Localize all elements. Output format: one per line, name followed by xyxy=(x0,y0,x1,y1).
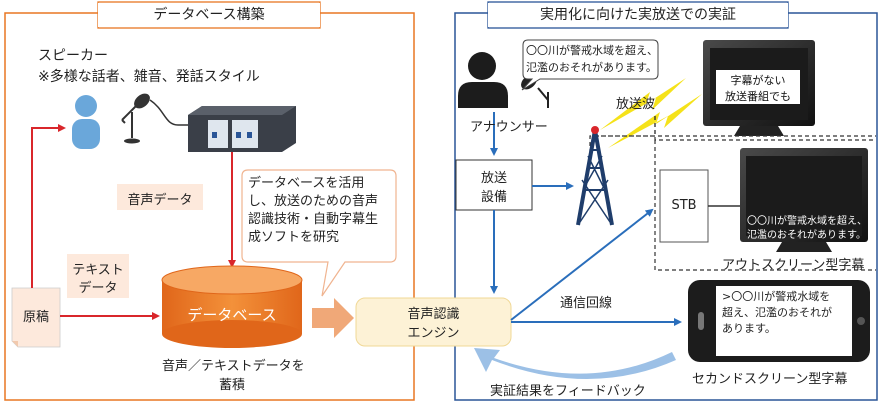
announcer-label: アナウンサー xyxy=(470,120,548,135)
database-label: データベース xyxy=(187,306,277,324)
phone-text: >〇〇川が警戒水域を 超え、氾濫のおそれが あります。 xyxy=(722,289,832,337)
engine-to-stb-arrow xyxy=(510,208,654,321)
smartphone-icon xyxy=(688,280,870,362)
database-to-engine-arrow xyxy=(312,298,354,338)
feedback-arrow xyxy=(474,348,676,379)
middle-tv-icon xyxy=(740,148,868,252)
text-data-label-2: データ xyxy=(78,281,118,296)
speaker-label: スピーカー xyxy=(38,48,108,64)
audio-data-label: 音声データ xyxy=(127,193,193,208)
second-screen-label: セカンドスクリーン型字幕 xyxy=(692,372,848,387)
manuscript-to-speaker-arrow xyxy=(31,124,66,288)
announcer-person-icon xyxy=(458,52,508,108)
callout-line-2: し、放送のための音声 xyxy=(248,194,379,209)
middle-tv-caption-2: 氾濫のおそれがあります。 xyxy=(747,230,866,241)
feedback-label: 実証結果をフィードバック xyxy=(490,384,646,399)
top-tv-text-2: 放送番組でも xyxy=(725,90,791,103)
out-screen-label: アウトスクリーン型字幕 xyxy=(722,258,865,273)
broadcast-equipment-box xyxy=(455,159,533,211)
manuscript-document-icon xyxy=(11,287,61,348)
equipment-label-1: 放送 xyxy=(480,171,507,186)
stb-box xyxy=(659,169,709,243)
phone-line-2: 超え、氾濫のおそれが xyxy=(722,306,832,319)
broadcast-wave-label: 放送波 xyxy=(616,97,656,112)
callout-bubble xyxy=(241,169,397,297)
callout-text: データベースを活用 し、放送のための音声 認識技術・自動字幕生 成ソフトを研究 xyxy=(248,175,394,247)
top-tv-icon xyxy=(703,40,815,136)
announcer-speech-bubble xyxy=(521,39,659,91)
asr-engine-label-2: エンジン xyxy=(407,326,460,341)
microphone-icon xyxy=(121,93,188,144)
callout-line-1: データベースを活用 xyxy=(248,176,365,191)
text-data-box xyxy=(67,254,129,298)
announcer-quote-2: 氾濫のおそれがあります。 xyxy=(526,61,657,74)
middle-tv-caption-1: 〇〇川が警戒水域を超え、 xyxy=(747,216,867,227)
stb-label: STB xyxy=(671,198,697,213)
broadcast-tower-icon xyxy=(576,126,614,226)
database-caption-2: 蓄積 xyxy=(218,378,245,393)
audio-data-box xyxy=(117,184,203,210)
speaker-person-icon xyxy=(72,95,100,149)
speaker-note: ※多様な話者、雑音、発話スタイル xyxy=(38,69,260,85)
phone-line-1: >〇〇川が警戒水域を xyxy=(722,290,831,303)
callout-line-3: 認識技術・自動字幕生 xyxy=(248,212,379,227)
announcer-quote-1: 〇〇川が警戒水域を超え、 xyxy=(526,44,658,57)
top-tv-text-1: 字幕がない xyxy=(730,74,786,87)
comm-line-label: 通信回線 xyxy=(560,296,613,311)
recording-device-icon xyxy=(188,106,296,152)
text-data-label-1: テキスト xyxy=(72,263,124,278)
database-cylinder xyxy=(161,265,303,348)
manuscript-label: 原稿 xyxy=(22,310,49,325)
phone-line-3: あります。 xyxy=(722,322,776,335)
right-panel-title: 実用化に向けた実放送での実証 xyxy=(488,3,788,27)
database-caption-1: 音声／テキストデータを xyxy=(162,359,305,374)
home-dashed-box xyxy=(654,140,876,271)
left-panel-title: データベース構築 xyxy=(98,3,320,27)
broadcast-wave-icon xyxy=(600,78,702,148)
equipment-label-2: 設備 xyxy=(480,190,507,205)
asr-engine-label-1: 音声認識 xyxy=(407,307,460,322)
callout-line-4: 成ソフトを研究 xyxy=(248,230,340,245)
